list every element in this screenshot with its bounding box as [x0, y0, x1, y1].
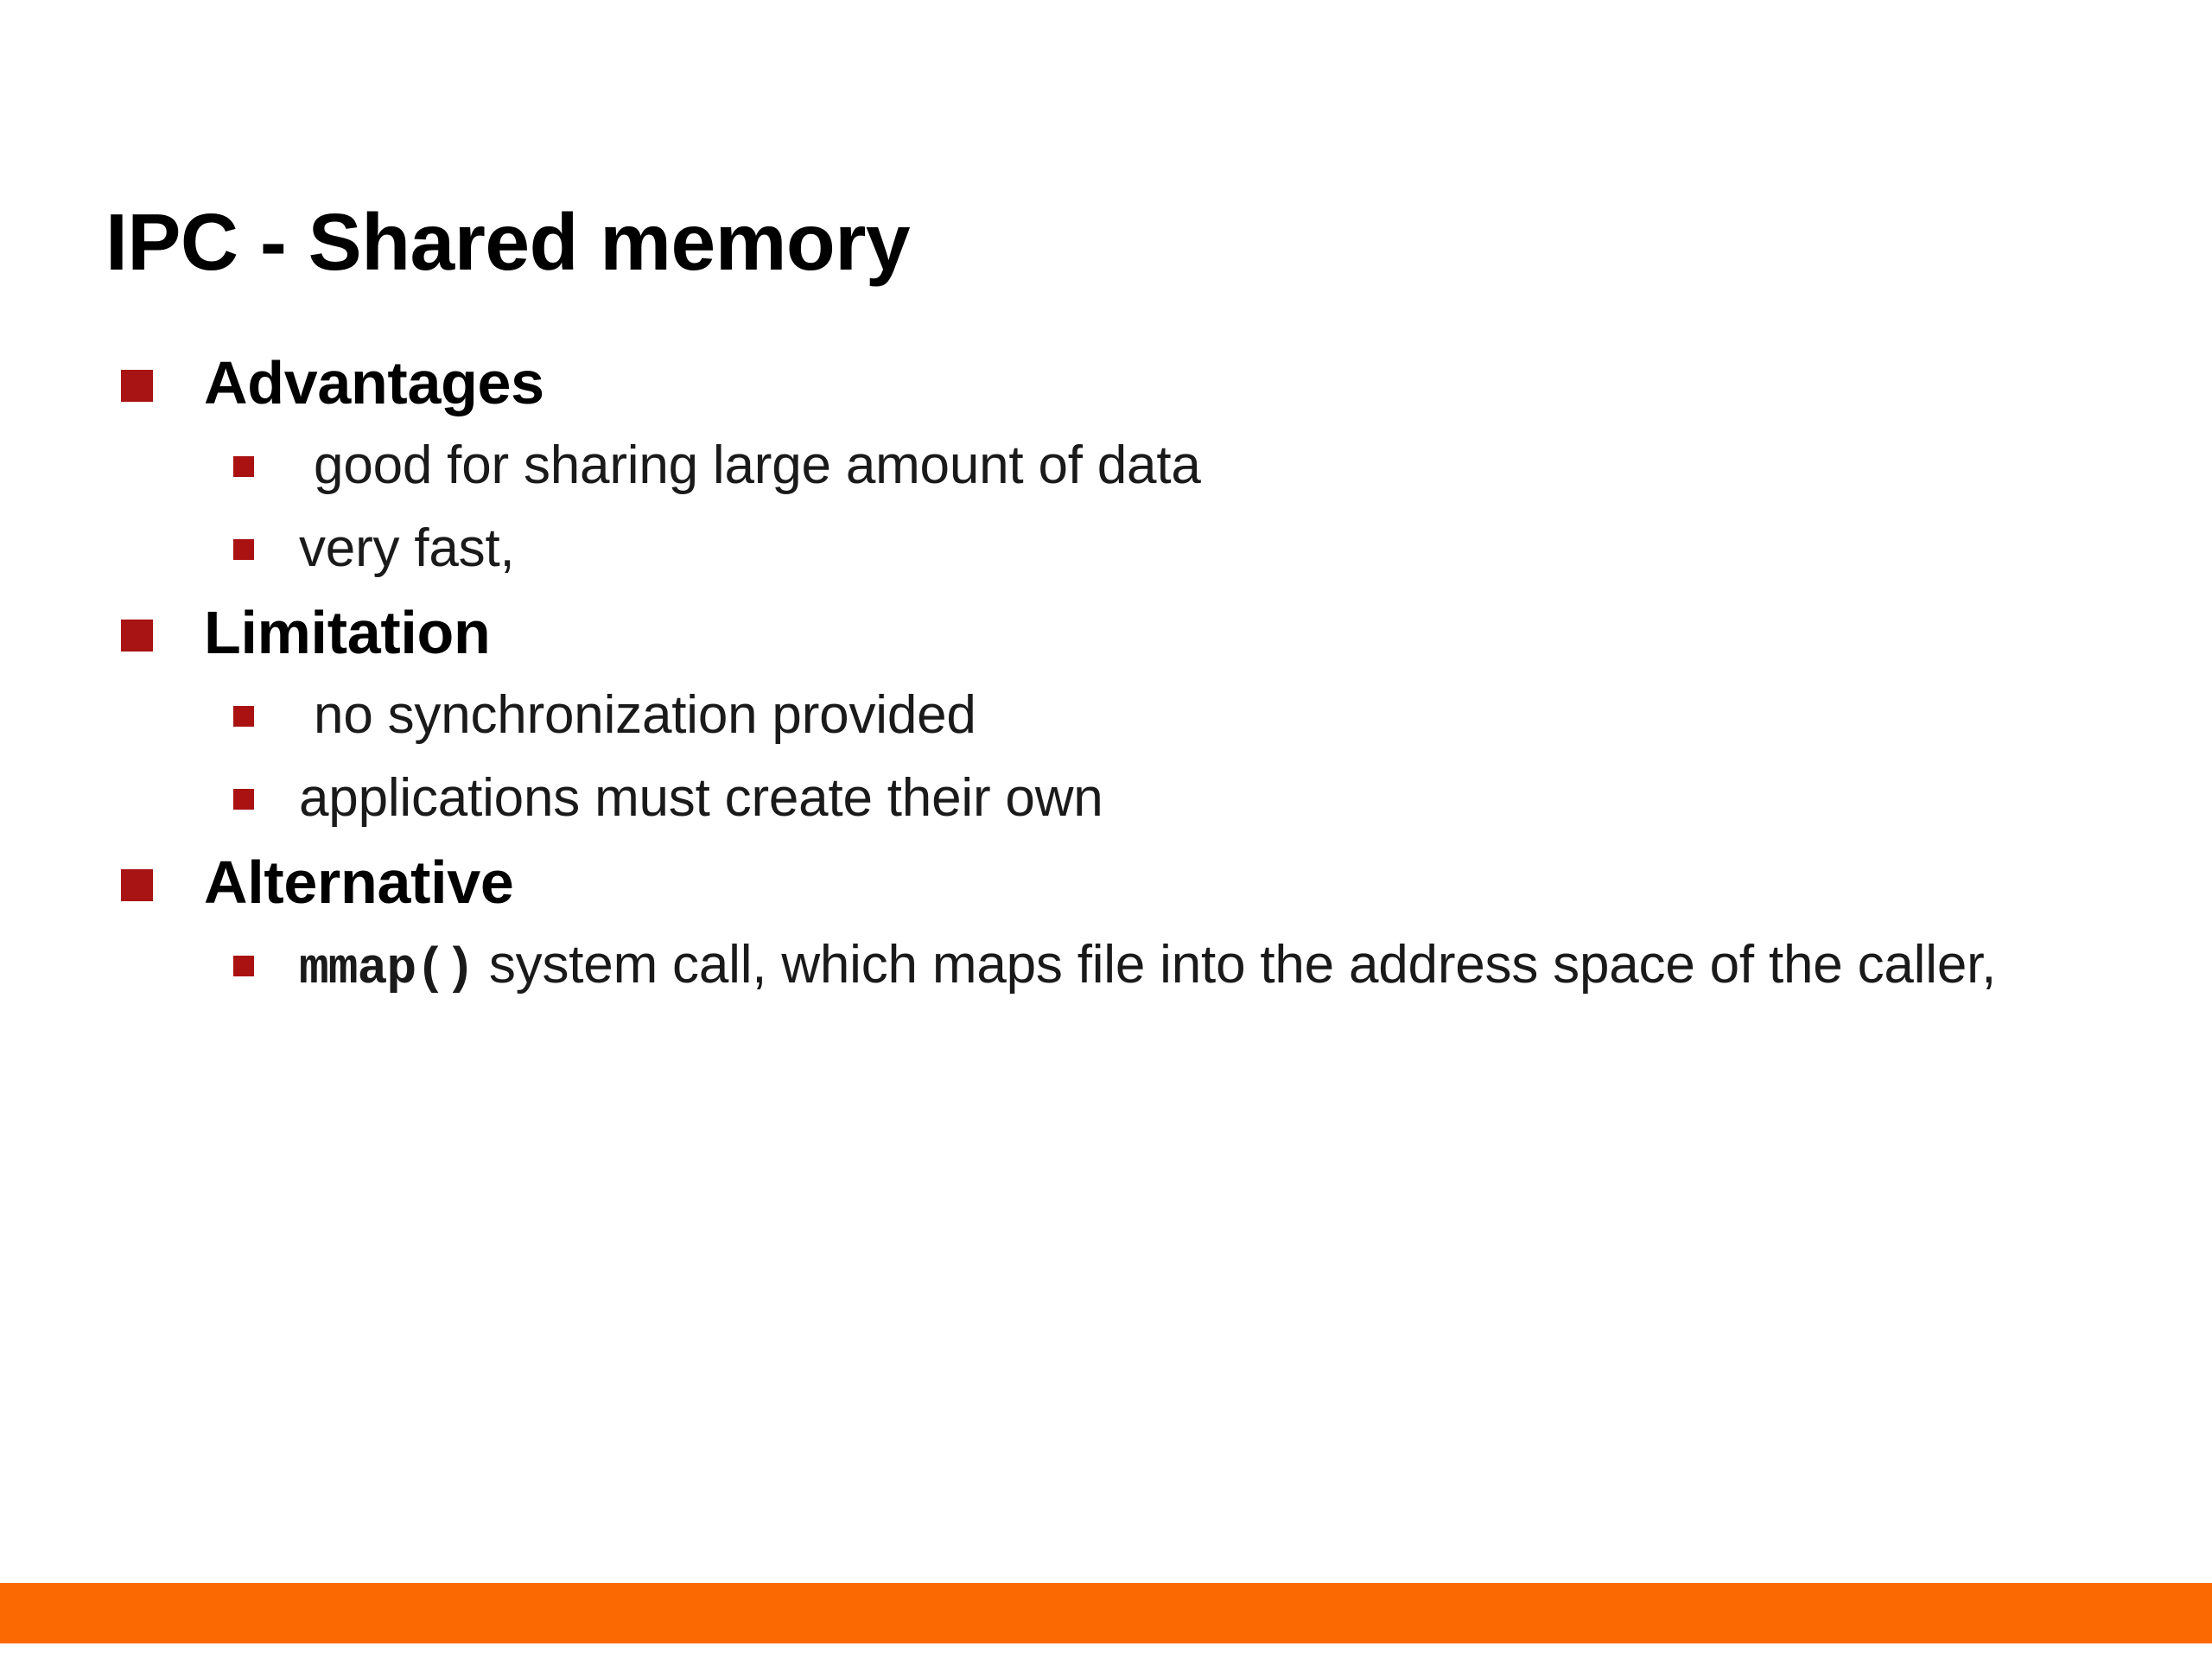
square-bullet-small-icon	[233, 706, 254, 728]
list-item-text: applications must create their own	[299, 768, 1103, 829]
list-item-level1-label: Limitation	[204, 599, 491, 667]
list-item-text: no synchronization provided	[314, 685, 976, 746]
list-item-level2: no synchronization provided	[0, 677, 2212, 753]
accent-bar	[0, 1583, 2212, 1643]
list-item-level2-label: very fast,	[299, 511, 515, 587]
list-item-level1: Limitation	[0, 594, 2212, 672]
list-item-level1-label: Advantages	[204, 349, 544, 416]
list-item-level2: applications must create their own	[0, 760, 2212, 836]
square-bullet-small-icon	[233, 789, 254, 810]
square-bullet-icon	[121, 869, 153, 902]
list-item-level2-label: no synchronization provided	[299, 677, 976, 753]
list-item-level2: very fast,	[0, 511, 2212, 587]
list-item-level1: Advantages	[0, 344, 2212, 423]
list-item-level1-label: Alternative	[204, 849, 514, 917]
page-title: IPC - Shared memory	[105, 197, 911, 288]
list-item-level2-label: mmap() system call, which maps file into…	[299, 927, 1996, 1006]
list-item-level2: good for sharing large amount of data	[0, 428, 2212, 504]
square-bullet-icon	[121, 370, 153, 402]
list-item-text: system call, which maps file into the ad…	[474, 935, 1997, 995]
list-item-level2: mmap() system call, which maps file into…	[0, 927, 2212, 1006]
square-bullet-icon	[121, 620, 153, 652]
list-item-level2-label: applications must create their own	[299, 760, 1103, 836]
list-item-level1: Alternative	[0, 843, 2212, 922]
list-item-text: very fast,	[299, 518, 515, 579]
code-literal: mmap()	[299, 942, 475, 999]
square-bullet-small-icon	[233, 456, 254, 477]
list-item-level2-label: good for sharing large amount of data	[299, 428, 1201, 504]
list-item-text: good for sharing large amount of data	[314, 435, 1201, 495]
square-bullet-small-icon	[233, 539, 254, 561]
content-body: Advantages good for sharing large amount…	[0, 344, 2212, 1013]
leading-space	[299, 435, 314, 495]
square-bullet-small-icon	[233, 956, 254, 977]
leading-space	[299, 685, 314, 745]
